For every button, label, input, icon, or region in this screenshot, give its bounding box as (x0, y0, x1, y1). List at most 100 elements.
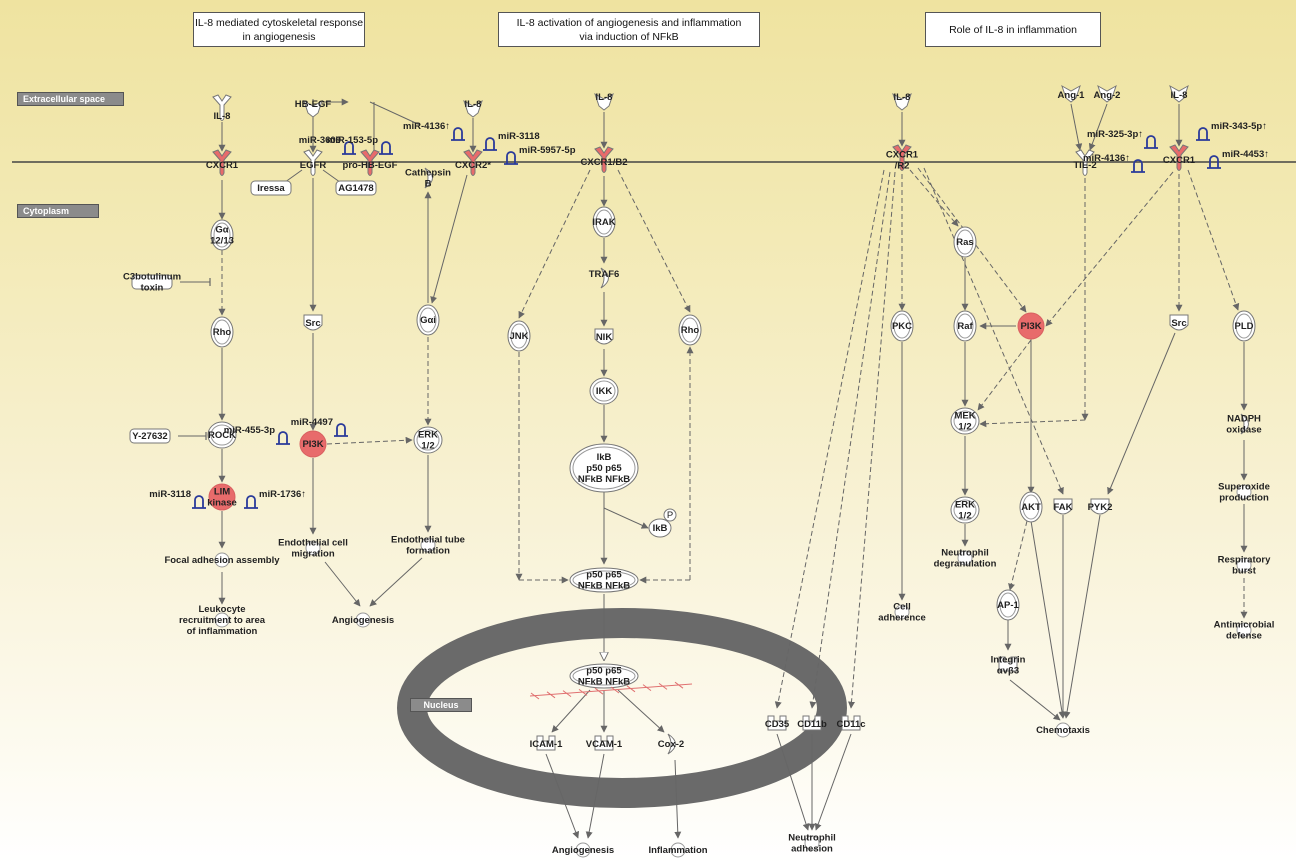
node-cxcr2: CXCR2* (455, 149, 491, 176)
node-inflam: Inflammation (648, 842, 708, 858)
edge (1009, 679, 1061, 721)
node-label: Ang-1 (1058, 90, 1086, 101)
mirna-icon (379, 141, 393, 155)
node-gai: Gαi (416, 304, 440, 336)
title-right-line1: Role of IL-8 in inflammation (949, 23, 1077, 36)
mirna-icon (276, 431, 290, 445)
node-label: TRAF6 (589, 269, 620, 280)
mirna-label: miR-5957-5p (519, 145, 576, 156)
node-label: IL-8 (894, 92, 911, 103)
node-label: IL-8 (214, 111, 231, 122)
node-angio-1: Angiogenesis (332, 612, 394, 628)
node-label: ICAM-1 (530, 739, 563, 750)
edge (923, 167, 1064, 495)
transcription-tick (642, 684, 652, 691)
edge (674, 759, 682, 839)
edge (1187, 169, 1240, 311)
transcription-tick (658, 683, 668, 690)
mirna-12: miR-4136↑ (1083, 153, 1145, 173)
edge (774, 169, 885, 709)
node-label: EGFR (300, 160, 327, 171)
node-label: Cox-2 (658, 739, 684, 750)
edge (551, 689, 591, 733)
node-label: IL-8 (596, 92, 613, 103)
edge (430, 174, 468, 304)
node-label: CD35 (765, 719, 790, 730)
mirna-icon (483, 137, 497, 151)
node-label: CXCR1 (206, 160, 239, 171)
region-cytoplasm: Cytoplasm (17, 204, 99, 218)
node-label: Inflammation (648, 845, 707, 856)
node-label: Ang-2 (1094, 90, 1121, 101)
node-label: CXCR1/R2 (886, 150, 919, 172)
node-label: AP-1 (997, 600, 1019, 611)
mirna-label: miR-4497 (291, 417, 333, 428)
mirna-label: miR-4453↑ (1222, 149, 1269, 160)
node-label: Ras (956, 237, 973, 248)
node-label: CXCR1 (1163, 155, 1196, 166)
node-vcam1: VCAM-1 (586, 735, 623, 751)
title-middle-line2: via induction of NFkB (579, 30, 679, 43)
node-cxcr1r2: CXCR1/R2 (886, 144, 919, 172)
node-label: Src (1171, 318, 1186, 329)
mirna-label: miR-325-3p↑ (1087, 129, 1143, 140)
node-ap1: AP-1 (996, 589, 1020, 621)
title-middle: IL-8 activation of angiogenesis and infl… (498, 12, 760, 47)
mirna-7: miR-4497 (291, 417, 348, 437)
node-label: IKK (596, 386, 613, 397)
mirna-icon (1144, 135, 1158, 149)
node-label: CXCR1/B2 (581, 157, 628, 168)
node-label: PI3K (302, 439, 323, 450)
node-label: Y-27632 (132, 431, 167, 442)
region-extracellular: Extracellular space (17, 92, 124, 106)
node-traf6: TRAF6 (589, 267, 620, 289)
node-cxcr1-2: CXCR1 (1163, 144, 1196, 171)
edge (1008, 520, 1028, 591)
node-rho-2: Rho (678, 314, 702, 346)
transcription-tick (546, 691, 556, 699)
node-raf: Raf (953, 310, 977, 342)
node-ikk: IKK (589, 377, 619, 405)
mirna-icon (451, 127, 465, 141)
title-right: Role of IL-8 in inflammation (925, 12, 1101, 47)
mirna-6: miR-455-3p (224, 425, 290, 445)
node-y27632: Y-27632 (129, 428, 171, 444)
edge (776, 733, 810, 831)
region-nucleus: Nucleus (410, 698, 472, 712)
node-label: JNK (509, 331, 528, 342)
node-label: Chemotaxis (1036, 725, 1090, 736)
mirna-icon (244, 495, 258, 509)
mirna-icon (334, 423, 348, 437)
node-cd11b: CD11b (797, 715, 827, 731)
node-akt: AKT (1019, 491, 1043, 523)
mirna-label: miR-3118 (498, 131, 540, 142)
node-il8-5: IL-8 (1169, 84, 1189, 103)
edge (617, 689, 665, 733)
node-ag1478: AG1478 (335, 180, 377, 196)
node-label: Raf (957, 321, 973, 332)
node-label: CD11b (797, 719, 827, 730)
node-fak: FAK (1053, 498, 1073, 515)
title-left-line1: IL-8 mediated cytoskeletal response (194, 16, 364, 29)
node-hbegf: HB-EGF (295, 99, 331, 118)
edge (979, 419, 1086, 428)
node-pkc: PKC (890, 310, 914, 342)
node-label: AKT (1021, 502, 1041, 513)
mirna-label: miR-1736↑ (259, 489, 306, 500)
node-il8-4: IL-8 (892, 92, 912, 111)
